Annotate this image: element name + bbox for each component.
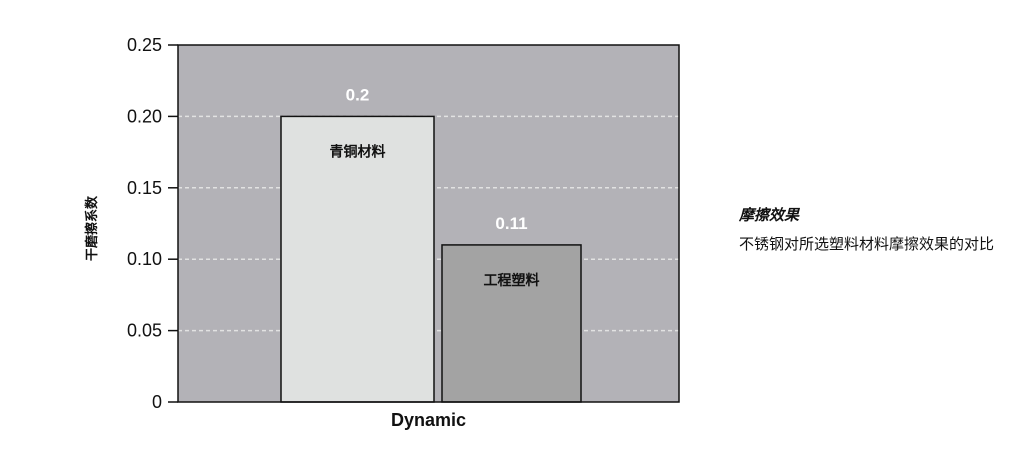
- y-tick-label: 0.15: [127, 178, 162, 198]
- y-tick-label: 0: [152, 392, 162, 412]
- y-tick-label: 0.10: [127, 249, 162, 269]
- chart-caption: 摩擦效果 不锈钢对所选塑料材料摩擦效果的对比: [739, 204, 1009, 258]
- y-tick-label: 0.20: [127, 106, 162, 126]
- bars: 0.2 青铜材料 0.11 工程塑料: [280, 85, 582, 403]
- bar: [280, 115, 435, 403]
- plot-frame: [177, 44, 680, 403]
- bar-value-label: 0.11: [495, 214, 527, 233]
- y-tick-label: 0.25: [127, 35, 162, 55]
- caption-title: 摩擦效果: [739, 206, 800, 224]
- y-axis-title: 干磨擦系数: [84, 195, 100, 261]
- bar-label: 工程塑料: [484, 272, 540, 289]
- y-axis-ticks: 0 0.05 0.10 0.15 0.20 0.25: [127, 35, 178, 412]
- bar-label: 青铜材料: [330, 143, 386, 160]
- bar: [441, 244, 582, 403]
- bar-value-label: 0.2: [346, 85, 370, 104]
- x-axis-title: Dynamic: [391, 410, 466, 430]
- y-tick-label: 0.05: [127, 321, 162, 341]
- caption-body: 不锈钢对所选塑料材料摩擦效果的对比: [739, 235, 995, 253]
